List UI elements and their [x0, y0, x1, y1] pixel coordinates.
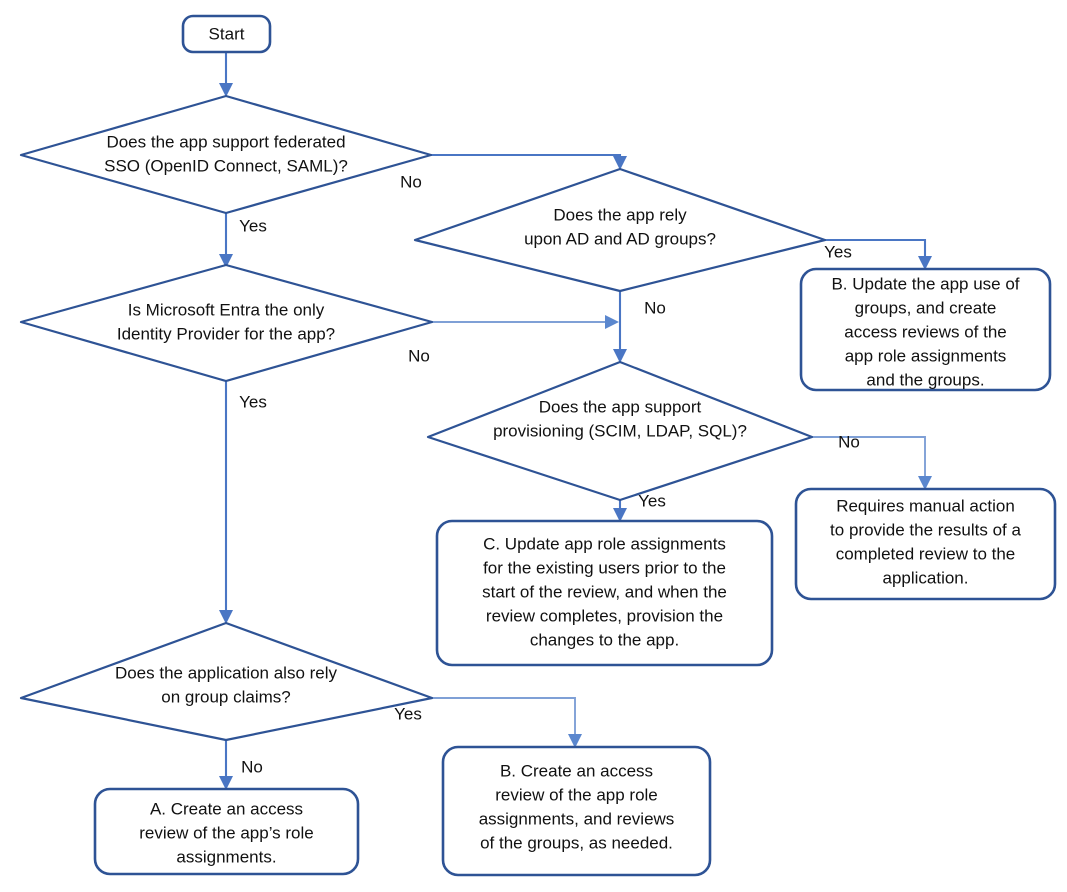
node-manual-line4: application.	[882, 568, 968, 587]
node-q-claims-line1: Does the application also rely	[115, 663, 338, 682]
edge-ad-yes-to-b-update: Yes	[824, 238, 932, 270]
edge-label-provisioning-yes: Yes	[638, 491, 666, 510]
node-q-prov-line1: Does the app support	[539, 397, 702, 416]
node-question-federated-sso[interactable]: Does the app support federated SSO (Open…	[19, 94, 433, 215]
node-c-update-line2: for the existing users prior to the	[483, 558, 726, 577]
node-c-update-line1: C. Update app role assignments	[483, 534, 726, 553]
node-c-update-line3: start of the review, and when the	[482, 582, 727, 601]
edge-label-entra-yes: Yes	[239, 392, 267, 411]
edge-provisioning-yes-to-c: Yes	[613, 491, 666, 522]
node-q-entra-line2: Identity Provider for the app?	[117, 324, 335, 343]
node-manual-line3: completed review to the	[836, 544, 1016, 563]
edge-label-sso-no: No	[400, 172, 422, 191]
node-manual-line2: to provide the results of a	[830, 520, 1021, 539]
node-question-provisioning[interactable]: Does the app support provisioning (SCIM,…	[426, 360, 814, 502]
edge-entra-no-to-join: No	[408, 315, 619, 365]
edge-label-groupclaims-no: No	[241, 757, 263, 776]
node-start[interactable]: Start	[181, 14, 272, 54]
edge-label-entra-no: No	[408, 346, 430, 365]
node-b-create-line3: assignments, and reviews	[479, 809, 675, 828]
node-b-update-line2: groups, and create	[855, 298, 997, 317]
node-c-update-line5: changes to the app.	[530, 630, 679, 649]
edge-layer: No Yes Yes No	[219, 52, 932, 790]
edge-label-ad-no: No	[644, 298, 666, 317]
node-a-create-line1: A. Create an access	[150, 799, 303, 818]
edge-label-provisioning-no: No	[838, 432, 860, 451]
edge-sso-yes-to-entra: Yes	[219, 213, 267, 268]
node-question-group-claims[interactable]: Does the application also rely on group …	[19, 621, 434, 742]
node-q-prov-line2: provisioning (SCIM, LDAP, SQL)?	[493, 421, 747, 440]
node-b-create-line4: of the groups, as needed.	[480, 833, 673, 852]
edge-provisioning-no-to-manual: No	[812, 432, 932, 490]
node-c-update-line4: review completes, provision the	[486, 606, 723, 625]
node-action-a-create-review[interactable]: A. Create an access review of the app’s …	[93, 787, 360, 876]
edge-label-groupclaims-yes: Yes	[394, 704, 422, 723]
edge-groupclaims-yes-to-b-create: Yes	[394, 697, 582, 748]
node-q-ad-line2: upon AD and AD groups?	[524, 229, 716, 248]
node-b-create-line1: B. Create an access	[500, 761, 653, 780]
node-q-sso-line1: Does the app support federated	[106, 132, 345, 151]
node-action-b-update-groups[interactable]: B. Update the app use of groups, and cre…	[799, 267, 1052, 392]
node-a-create-line2: review of the app’s role	[139, 823, 314, 842]
node-b-update-line1: B. Update the app use of	[831, 274, 1019, 293]
node-q-sso-line2: SSO (OpenID Connect, SAML)?	[104, 156, 348, 175]
node-q-ad-line1: Does the app rely	[553, 205, 687, 224]
node-q-entra-line1: Is Microsoft Entra the only	[128, 300, 325, 319]
node-manual-line1: Requires manual action	[836, 496, 1015, 515]
node-question-entra-only-idp[interactable]: Is Microsoft Entra the only Identity Pro…	[19, 263, 434, 383]
node-b-update-line5: and the groups.	[866, 370, 984, 389]
node-action-c-update-roles[interactable]: C. Update app role assignments for the e…	[435, 519, 774, 667]
edge-start-to-sso	[219, 52, 233, 97]
node-q-claims-line2: on group claims?	[161, 687, 290, 706]
node-action-b-create-review[interactable]: B. Create an access review of the app ro…	[441, 745, 712, 877]
node-b-create-line2: review of the app role	[495, 785, 658, 804]
edge-label-sso-yes: Yes	[239, 216, 267, 235]
node-a-create-line3: assignments.	[176, 847, 276, 866]
node-start-label: Start	[209, 24, 245, 43]
node-b-update-line4: app role assignments	[845, 346, 1007, 365]
node-b-update-line3: access reviews of the	[844, 322, 1007, 341]
edge-groupclaims-no-to-a-create: No	[219, 740, 263, 790]
node-action-manual-action[interactable]: Requires manual action to provide the re…	[794, 487, 1057, 601]
edge-entra-yes-to-groupclaims: Yes	[219, 381, 267, 624]
edge-ad-no-to-provisioning: No	[613, 291, 666, 363]
edge-label-ad-yes: Yes	[824, 242, 852, 261]
edge-sso-no-to-ad: No	[400, 153, 627, 191]
node-question-ad-groups[interactable]: Does the app rely upon AD and AD groups?	[413, 167, 827, 293]
